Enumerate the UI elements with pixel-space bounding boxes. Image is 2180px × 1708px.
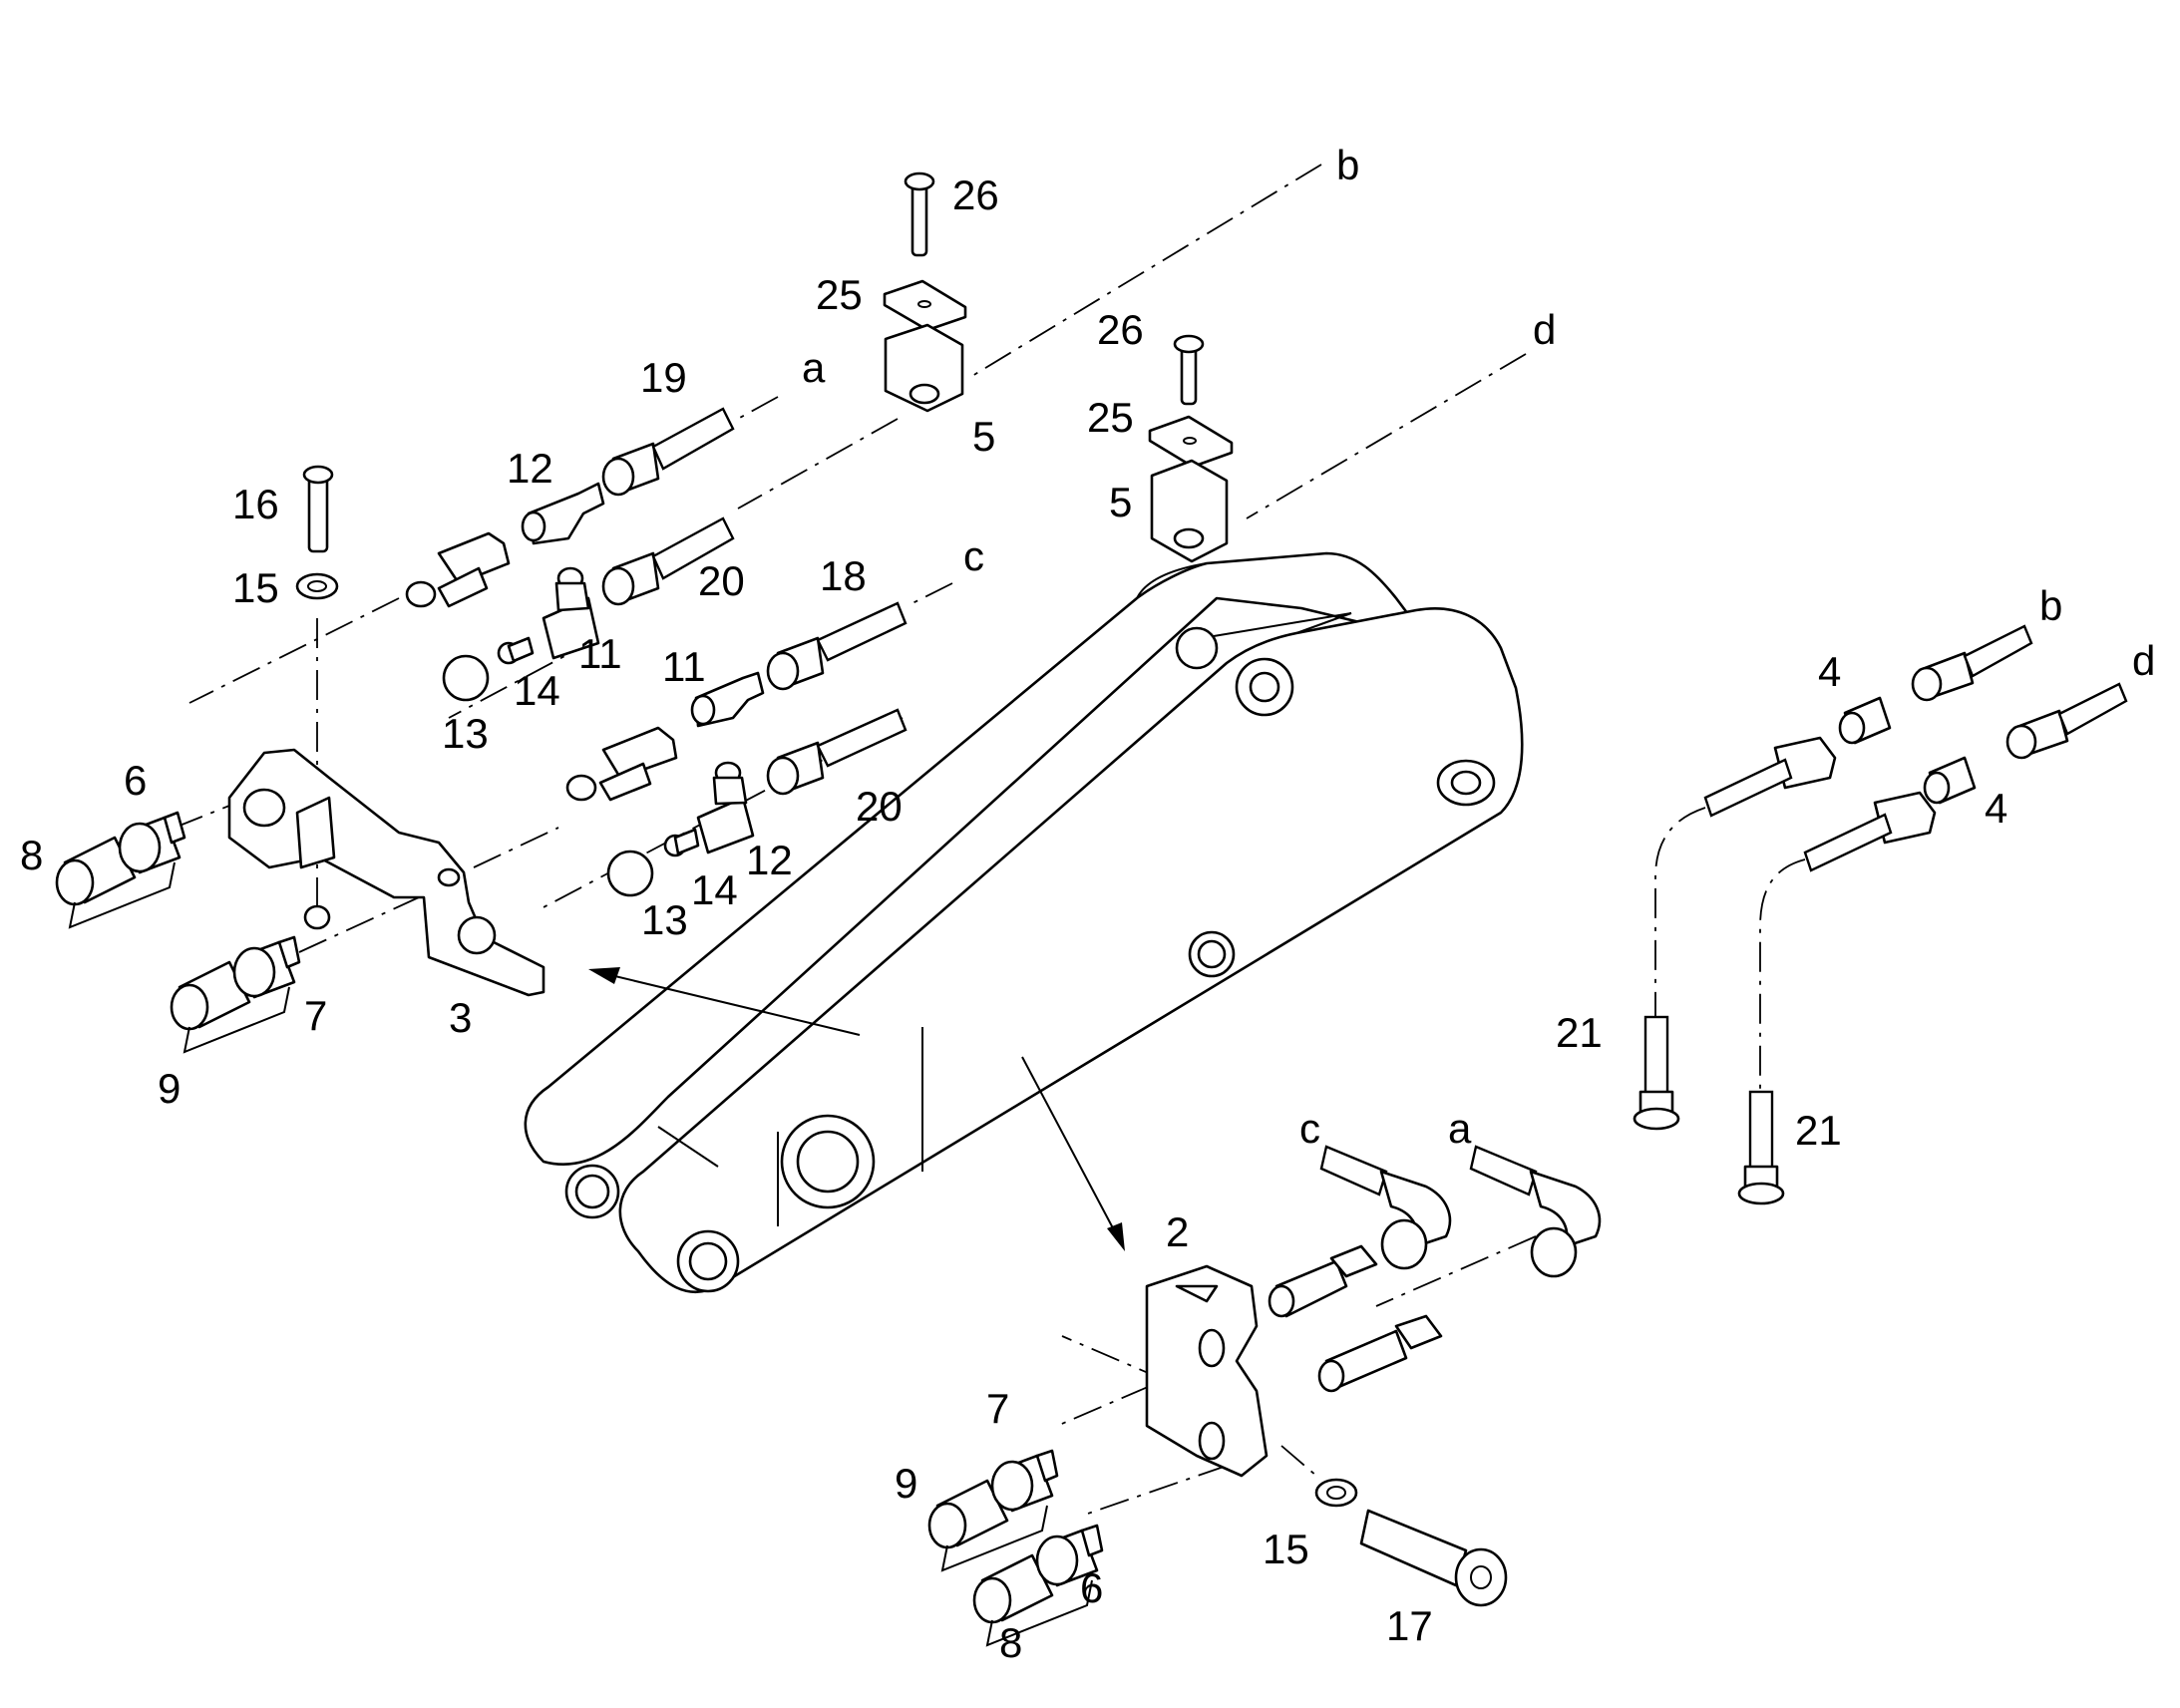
callout-label-15: 15 — [232, 564, 279, 611]
callout-label-b: b — [1336, 142, 1359, 188]
callout-label-14: 14 — [514, 667, 560, 714]
callout-label-13b: 13 — [641, 896, 688, 943]
bracket-left — [227, 748, 545, 997]
callout-label-15b: 15 — [1263, 1526, 1309, 1572]
couplings-left — [55, 811, 301, 1054]
callout-label-ab: a — [1448, 1105, 1472, 1152]
callout-label-25: 25 — [816, 271, 863, 318]
callout-label-20: 20 — [698, 557, 745, 604]
lower-assembly — [927, 1145, 1602, 1647]
callout-label-12b: 12 — [746, 837, 793, 883]
callout-label-16: 16 — [232, 481, 279, 527]
callout-label-8: 8 — [20, 832, 43, 878]
callout-label-4b: 4 — [1985, 785, 2007, 832]
callout-label-25b: 25 — [1087, 394, 1134, 441]
callout-label-3: 3 — [449, 994, 472, 1041]
callout-label-21: 21 — [1556, 1009, 1603, 1056]
pointer-arrows — [588, 967, 1125, 1251]
callout-label-bb: b — [2039, 582, 2062, 629]
callout-label-d: d — [1533, 306, 1556, 353]
callout-label-7: 7 — [304, 992, 327, 1039]
callout-label-13: 13 — [442, 710, 489, 757]
callout-label-6: 6 — [124, 757, 147, 804]
tee-fittings — [521, 482, 765, 854]
callout-label-cb: c — [1299, 1105, 1320, 1152]
bolt-washer-left — [295, 465, 339, 930]
callout-label-6b: 6 — [1080, 1564, 1103, 1611]
callout-label-9: 9 — [158, 1065, 181, 1112]
callout-label-14b: 14 — [691, 866, 738, 913]
nuts-plugs — [442, 636, 700, 897]
callout-label-19: 19 — [640, 354, 687, 401]
boom-arm — [524, 551, 1524, 1294]
callout-label-12: 12 — [507, 445, 553, 492]
callout-label-26: 26 — [952, 171, 999, 218]
callout-label-21b: 21 — [1795, 1107, 1842, 1154]
callout-label-5: 5 — [972, 413, 995, 460]
fittings-right — [1633, 624, 2128, 1205]
clamp-upper — [883, 171, 967, 413]
callout-label-9b: 9 — [895, 1460, 917, 1507]
hose-fittings-upper — [601, 407, 908, 796]
callout-label-18: 18 — [820, 552, 867, 599]
callout-label-a: a — [802, 344, 826, 391]
callout-label-c: c — [963, 532, 984, 579]
callout-label-8b: 8 — [999, 1619, 1022, 1666]
callout-label-7b: 7 — [986, 1385, 1009, 1432]
callout-label-4: 4 — [1818, 648, 1841, 695]
callout-label-17: 17 — [1386, 1602, 1433, 1649]
callout-label-26b: 26 — [1097, 306, 1144, 353]
callout-label-5b: 5 — [1109, 479, 1132, 525]
adapters-left — [405, 531, 678, 802]
callout-label-db: d — [2132, 637, 2155, 684]
clamp-lower — [1148, 334, 1234, 563]
callout-label-11b: 11 — [662, 643, 706, 690]
callout-label-2: 2 — [1166, 1208, 1189, 1255]
callout-label-11: 11 — [578, 630, 622, 677]
callout-label-20b: 20 — [856, 783, 903, 830]
